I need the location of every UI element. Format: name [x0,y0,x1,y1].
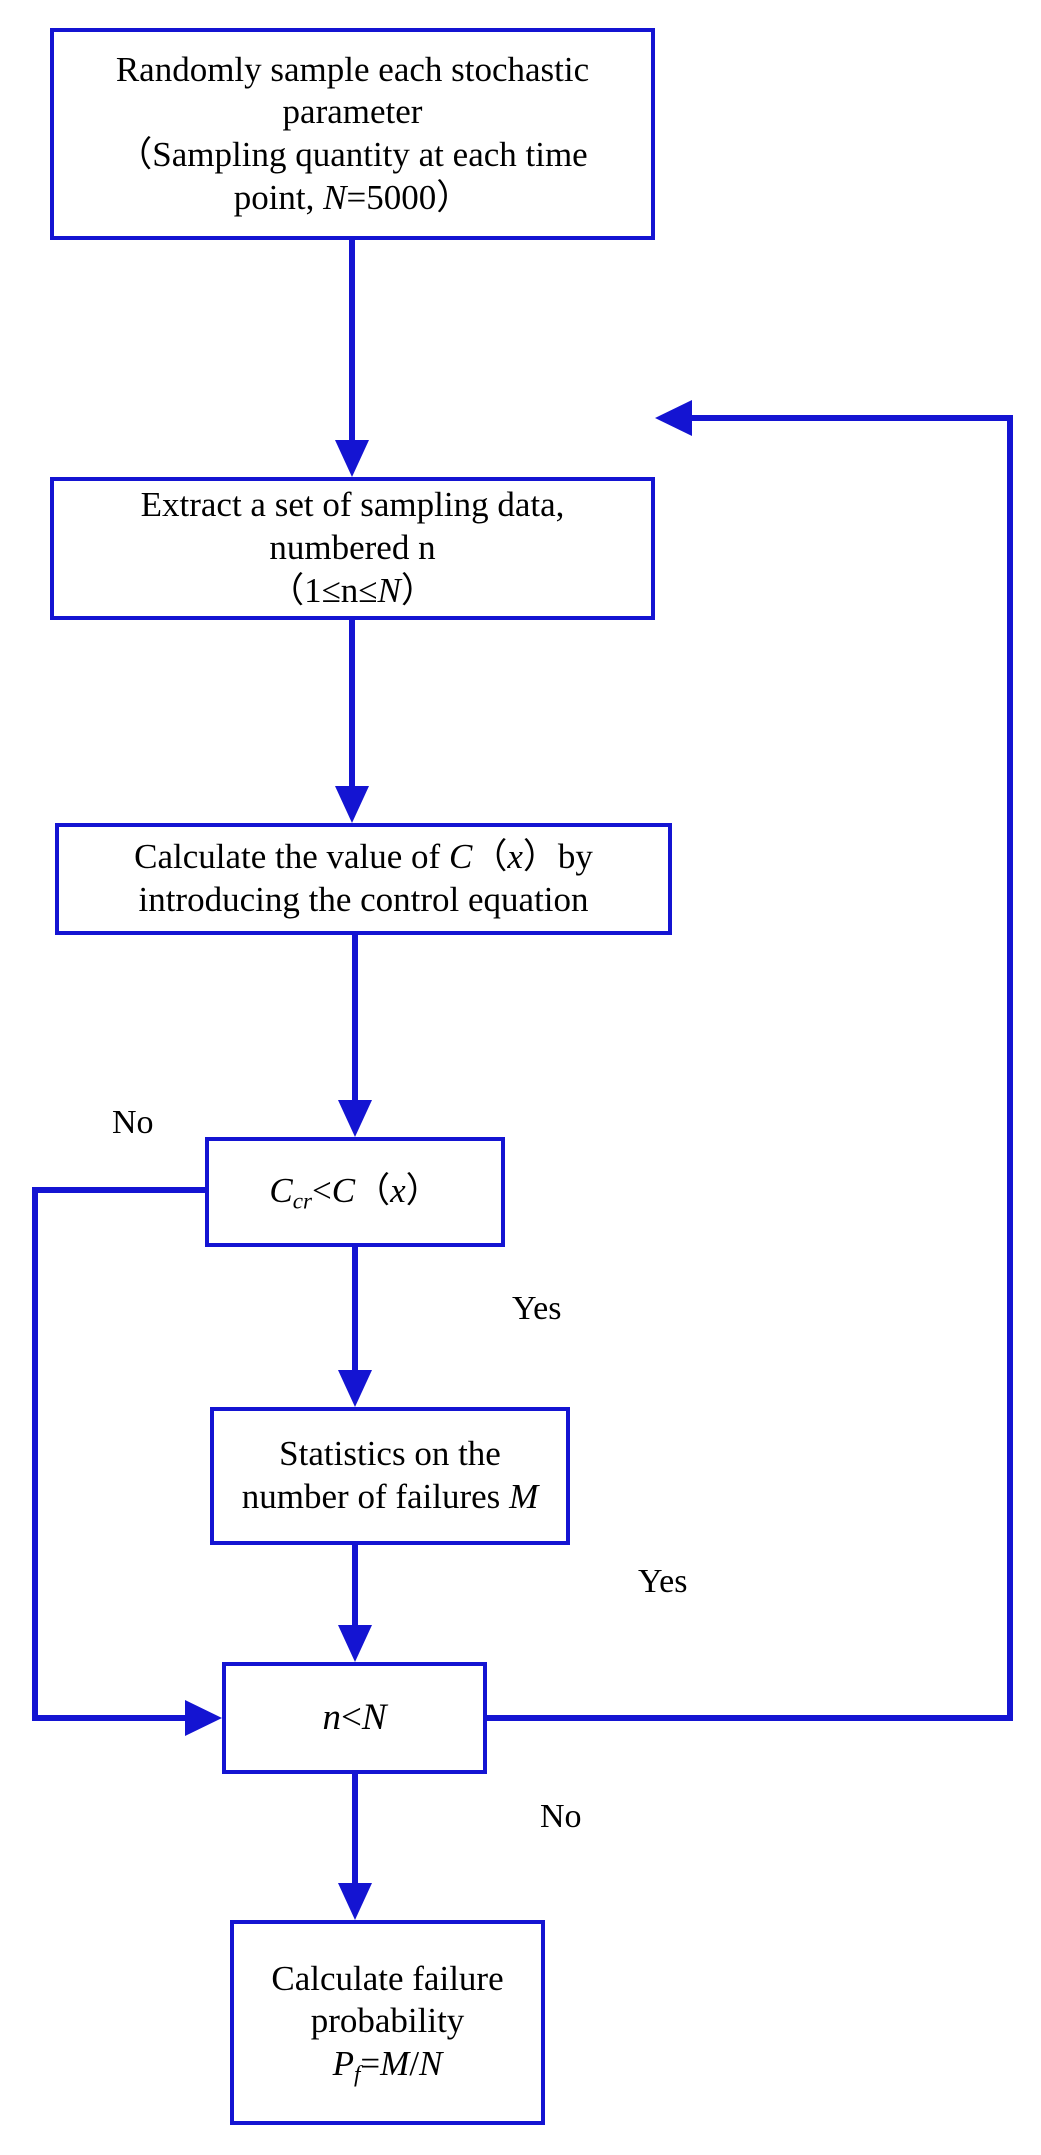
decision-n-lt-n-text: n<N [322,1697,387,1739]
statistics-failures-box-text: Statistics on the number of failures M [241,1434,539,1516]
arrowhead-n5-n6 [338,1625,372,1662]
edge-n4-n6-no [32,1187,205,1721]
calculate-failure-probability-box[interactable]: Calculate failure probability Pf=M/N [230,1920,545,2125]
statistics-failures-box[interactable]: Statistics on the number of failures M [210,1407,570,1545]
random-sampling-box[interactable]: Randomly sample each stochastic paramete… [50,28,655,240]
edge-label-no-nltn: No [540,1798,582,1835]
extract-sampling-data-box[interactable]: Extract a set of sampling data, numbered… [50,477,655,620]
decision-n-lt-n[interactable]: n<N [222,1662,487,1774]
edge-label-yes-nltn: Yes [638,1563,688,1600]
arrowhead-n4-n6-no [185,1700,222,1736]
arrowhead-n1-n2 [335,440,369,477]
calculate-cx-box[interactable]: Calculate the value of C（x）by introducin… [55,823,672,935]
arrowhead-n6-n7 [338,1883,372,1920]
arrowhead-n6-n2-yes [655,400,692,436]
arrowhead-n4-n5 [338,1370,372,1407]
arrowhead-n3-n4 [338,1100,372,1137]
decision-ccr-lt-cx-text: Ccr<C（x） [269,1170,441,1214]
extract-sampling-data-box-text: Extract a set of sampling data, numbered… [140,485,565,610]
calculate-cx-box-text: Calculate the value of C（x）by introducin… [134,837,593,919]
random-sampling-box-text: Randomly sample each stochastic paramete… [115,49,590,217]
edge-label-yes-ccr: Yes [512,1290,562,1327]
calculate-failure-probability-box-text: Calculate failure probability Pf=M/N [271,1958,504,2087]
arrowhead-n2-n3 [335,786,369,823]
decision-ccr-lt-cx[interactable]: Ccr<C（x） [205,1137,505,1247]
edge-label-no-ccr: No [112,1104,154,1141]
